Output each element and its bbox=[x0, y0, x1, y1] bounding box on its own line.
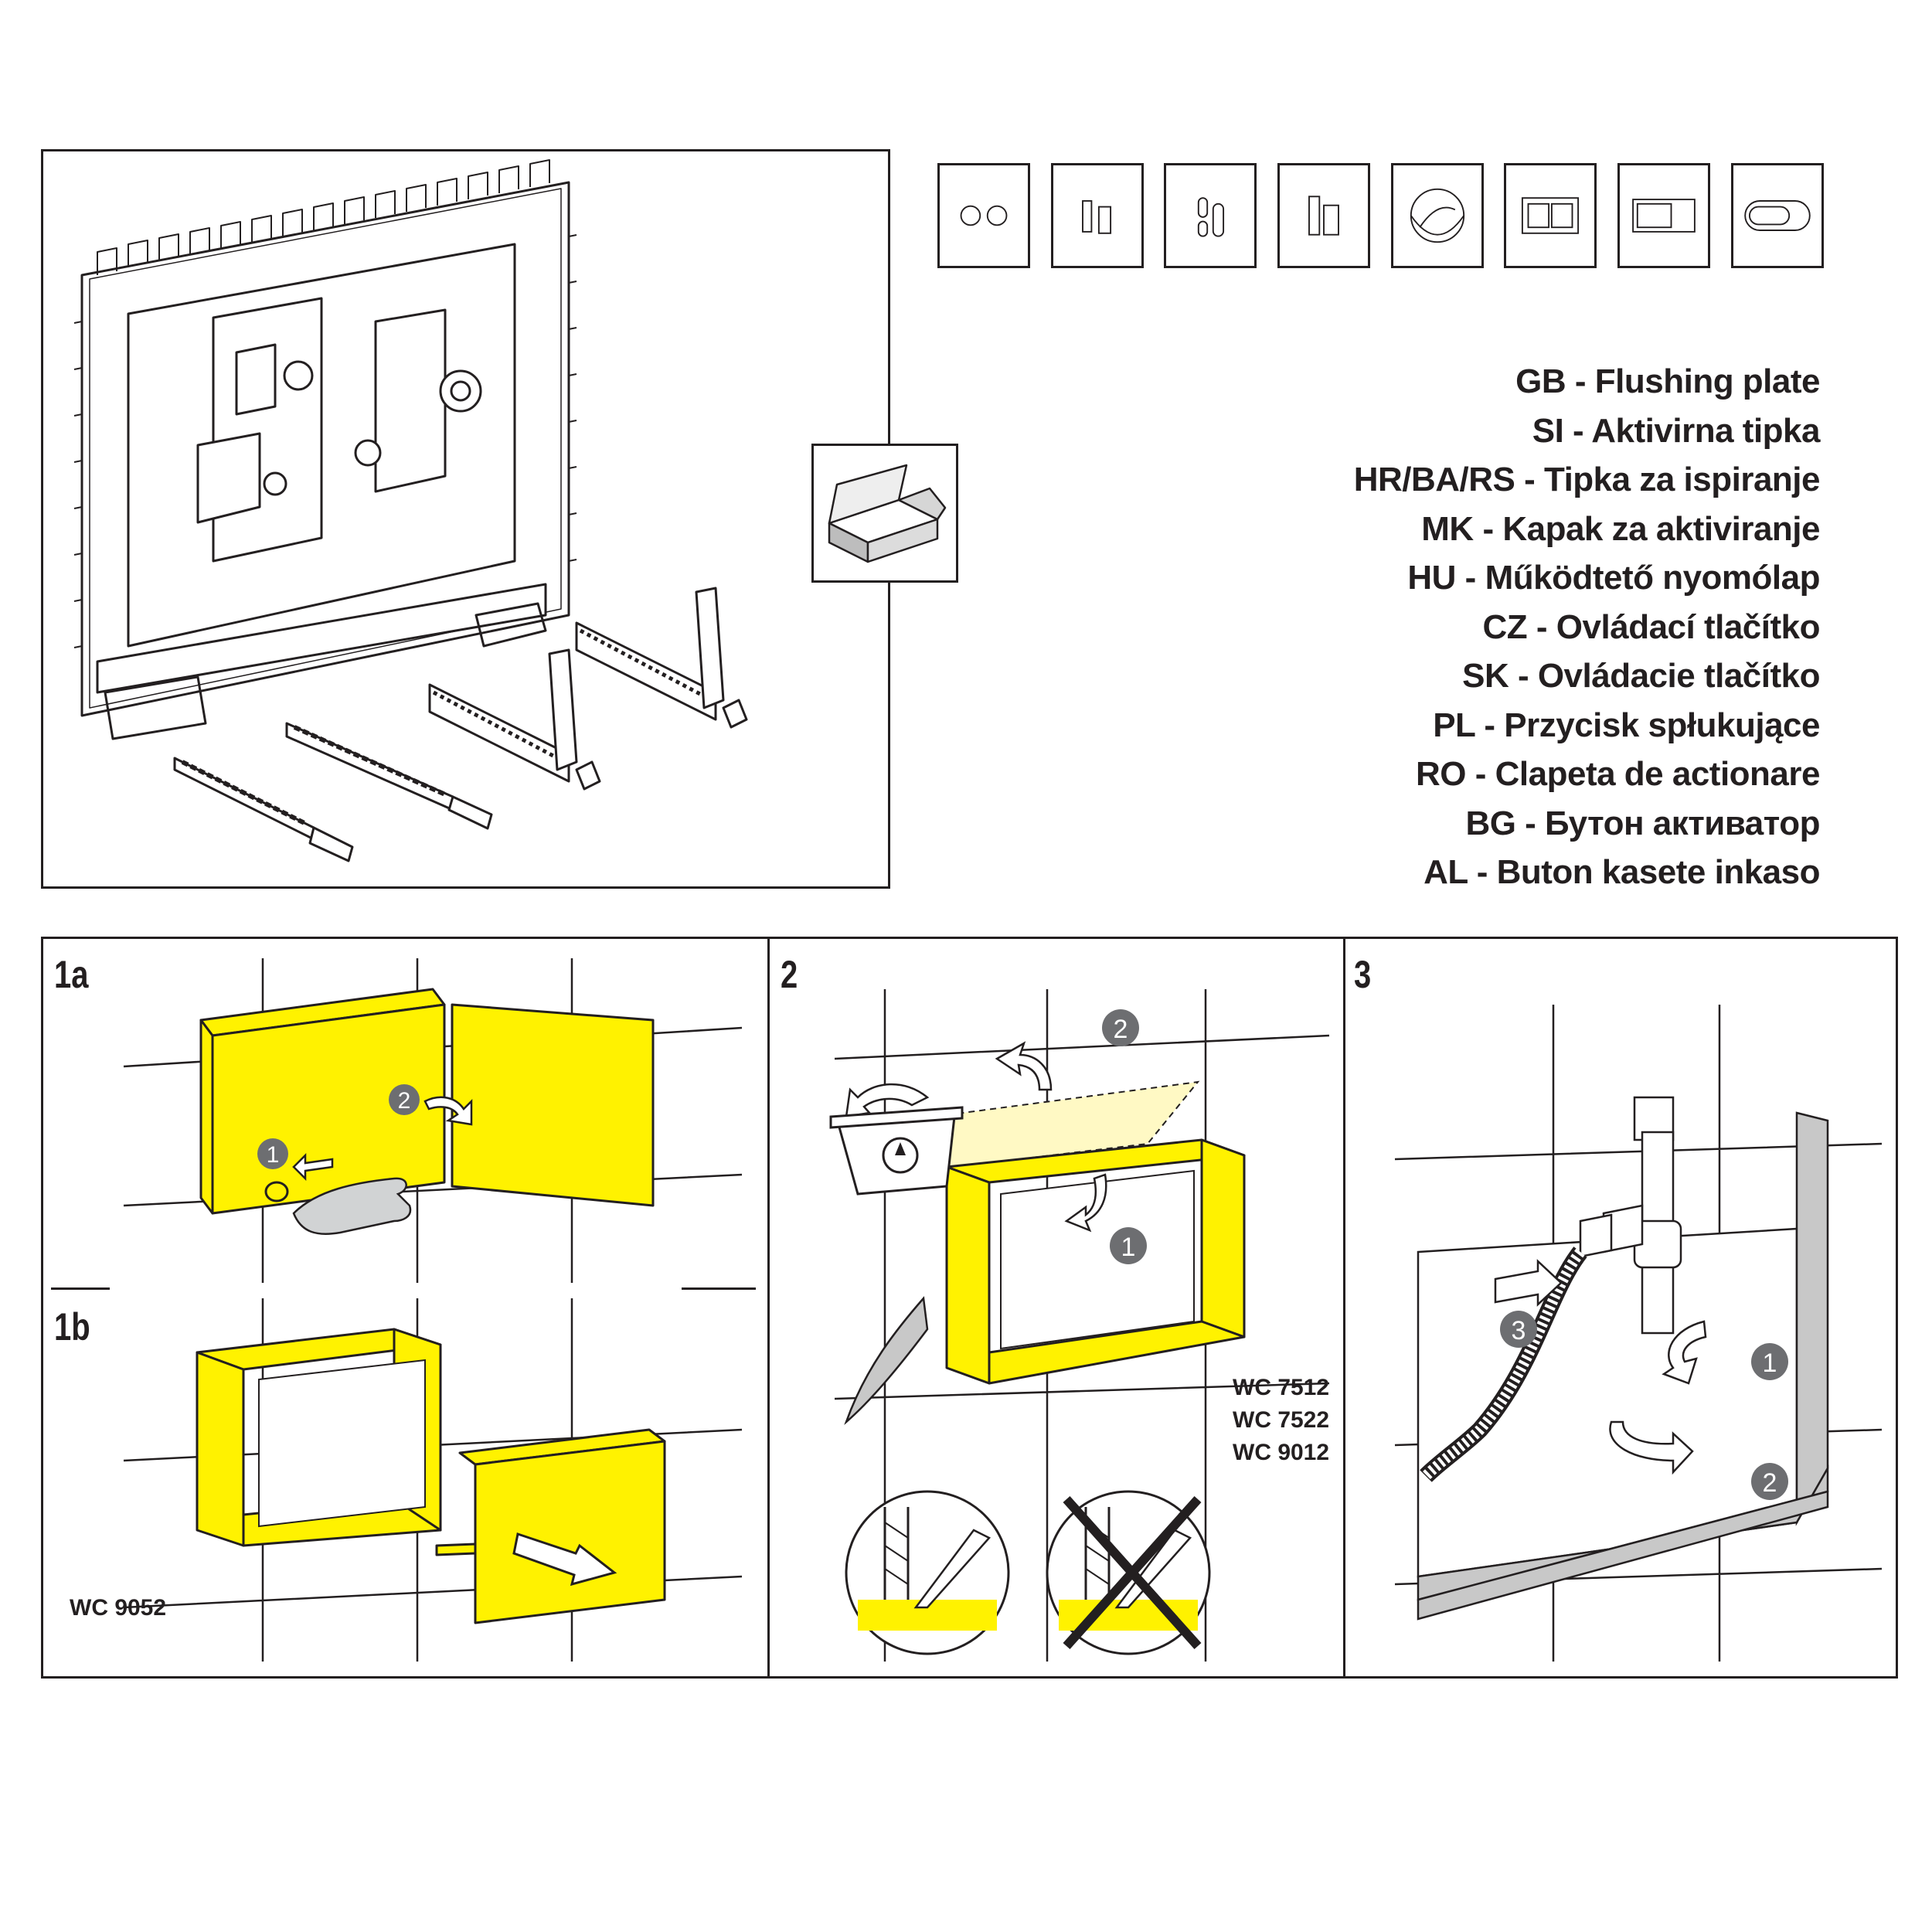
pill-single-plate-icon bbox=[1744, 200, 1811, 231]
single-rect-plate-icon bbox=[1632, 199, 1696, 233]
step-label-2: 2 bbox=[781, 953, 798, 996]
step-label-1b: 1b bbox=[54, 1305, 90, 1349]
step-1b-illustration bbox=[123, 1298, 743, 1662]
model-label-wc-9012: WC 9012 bbox=[1233, 1440, 1330, 1465]
language-entry-al: AL - Buton kasete inkaso bbox=[1423, 853, 1820, 891]
language-entry-cz: CZ - Ovládací tlačítko bbox=[1482, 607, 1821, 646]
svg-text:1: 1 bbox=[1121, 1233, 1136, 1262]
language-entry-sk: SK - Ovládacie tlačítko bbox=[1462, 657, 1820, 695]
step-1a-illustration: 1 2 bbox=[123, 958, 743, 1283]
model-label-wc-9052: WC 9052 bbox=[70, 1595, 167, 1621]
knife-icon bbox=[844, 1296, 929, 1426]
svg-text:3: 3 bbox=[1512, 1316, 1526, 1345]
language-entry-mk: MK - Kapak za aktiviranje bbox=[1421, 509, 1820, 548]
step-label-1a: 1a bbox=[54, 953, 89, 996]
frame-illustration-panel bbox=[41, 149, 890, 889]
step-1a-marker-1: 1 bbox=[257, 1138, 288, 1169]
language-entry-ro: RO - Clapeta de actionare bbox=[1416, 755, 1820, 793]
flush-plate-option-2 bbox=[1051, 163, 1144, 268]
model-label-list-step-2: WC 7512 WC 7522 WC 9012 bbox=[1233, 1372, 1329, 1469]
circle-split-plate-icon bbox=[1410, 188, 1465, 243]
dual-round-plate-icon bbox=[960, 205, 1008, 226]
step-2-marker-2: 2 bbox=[1102, 1009, 1139, 1046]
language-entry-hu: HU - Működtető nyomólap bbox=[1407, 559, 1820, 597]
recycle-bin-icon bbox=[829, 1106, 964, 1196]
packaging-box-panel bbox=[811, 444, 958, 583]
step-1a-1b-separator-left bbox=[51, 1287, 110, 1290]
model-label-wc-7522: WC 7522 bbox=[1233, 1407, 1330, 1433]
step-3-marker-3: 3 bbox=[1500, 1311, 1537, 1348]
open-box-icon bbox=[828, 464, 947, 563]
step-3-illustration: 3 1 2 bbox=[1394, 1005, 1883, 1662]
language-entry-pl: PL - Przycisk spłukujące bbox=[1433, 706, 1820, 744]
svg-text:1: 1 bbox=[267, 1142, 280, 1168]
step-2-illustration: 2 1 bbox=[829, 989, 1330, 1662]
flush-plate-option-1 bbox=[937, 163, 1030, 268]
hand-icon bbox=[292, 1177, 412, 1235]
dual-slim-rect-plate-icon bbox=[1082, 200, 1112, 234]
step-label-3: 3 bbox=[1354, 953, 1372, 996]
svg-text:2: 2 bbox=[1763, 1468, 1777, 1498]
incorrect-cut-detail bbox=[1046, 1490, 1211, 1655]
wall-tile-grid bbox=[834, 989, 1330, 1662]
language-entry-bg: BG - Бутон активатор bbox=[1465, 804, 1820, 842]
step-3-marker-2: 2 bbox=[1751, 1463, 1788, 1500]
model-label-wc-7512: WC 7512 bbox=[1233, 1375, 1330, 1400]
svg-text:2: 2 bbox=[1114, 1015, 1128, 1044]
step-3-marker-1: 1 bbox=[1751, 1343, 1788, 1380]
svg-text:2: 2 bbox=[398, 1088, 411, 1114]
flush-plate-option-5 bbox=[1391, 163, 1484, 268]
step-divider-2 bbox=[1343, 937, 1345, 1679]
language-entry-hr-ba-rs: HR/BA/RS - Tipka za ispiranje bbox=[1353, 461, 1821, 498]
flush-plate-option-3 bbox=[1164, 163, 1257, 268]
language-entry-gb: GB - Flushing plate bbox=[1515, 362, 1820, 400]
flush-plate-option-4 bbox=[1277, 163, 1370, 268]
flush-plate-option-7 bbox=[1617, 163, 1710, 268]
cross-icon bbox=[1063, 1495, 1202, 1650]
product-name-language-list: GB - Flushing plate SI - Aktivirna tipka… bbox=[1353, 357, 1821, 897]
dual-pill-plate-icon bbox=[1197, 197, 1225, 237]
flush-plate-option-8 bbox=[1731, 163, 1824, 268]
step-1a-marker-2: 2 bbox=[389, 1084, 420, 1115]
language-entry-si: SI - Aktivirna tipka bbox=[1532, 411, 1821, 450]
step-2-marker-1: 1 bbox=[1110, 1227, 1147, 1264]
dual-tall-rect-plate-icon bbox=[1308, 196, 1339, 236]
step-divider-1 bbox=[767, 937, 770, 1679]
step-1a-1b-separator-right bbox=[682, 1287, 756, 1290]
correct-cut-detail bbox=[845, 1490, 1010, 1655]
mounting-frame-drawing bbox=[73, 159, 748, 862]
dual-rect-framed-plate-icon bbox=[1521, 197, 1580, 234]
flush-plate-option-6 bbox=[1504, 163, 1597, 268]
svg-text:1: 1 bbox=[1763, 1349, 1777, 1378]
